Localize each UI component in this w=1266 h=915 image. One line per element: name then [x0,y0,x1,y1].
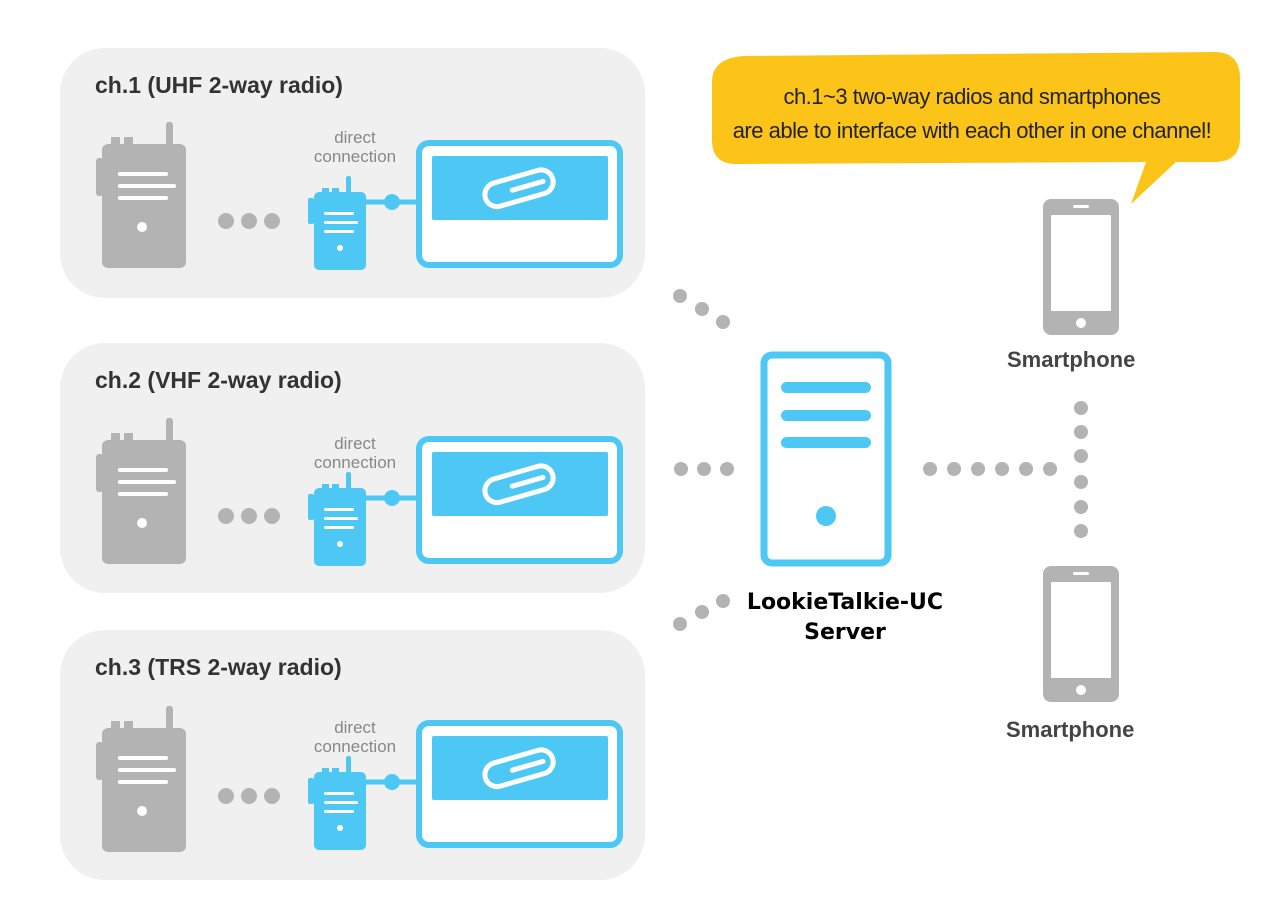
gateway-radio-icon [308,472,366,566]
connection-line [366,774,420,790]
link-dots-ch1 [673,289,730,329]
radio-icon [96,418,186,564]
gateway-box-icon [419,143,620,265]
gateway-radio-icon [308,176,366,270]
radio-icon [96,122,186,268]
smartphone-label: Smartphone [1007,347,1136,372]
smartphone-label: Smartphone [1006,717,1135,742]
channel-title: ch.1 (UHF 2-way radio) [95,72,343,98]
server-icon [760,351,892,567]
connection-line [366,490,420,506]
server-label: LookieTalkie-UC Server [746,590,944,645]
link-dots-ch2 [674,462,734,476]
ellipsis-dots [218,788,280,804]
ellipsis-dots [218,213,280,229]
channel-title: ch.2 (VHF 2-way radio) [95,367,342,393]
callout-text: ch.1~3 two-way radios and smartphones ar… [732,84,1212,143]
ellipsis-dots [218,508,280,524]
gateway-radio-icon [308,756,366,850]
radio-icon [96,706,186,852]
gateway-box-icon [419,723,620,845]
link-dots-ch3 [673,594,730,631]
callout-bubble [712,52,1240,204]
channel-title: ch.3 (TRS 2-way radio) [95,654,342,680]
connection-line [366,194,420,210]
gateway-box-icon [419,439,620,561]
smartphone-icon [1043,199,1119,335]
link-dots-server-phones [923,401,1088,538]
smartphone-icon [1043,566,1119,702]
